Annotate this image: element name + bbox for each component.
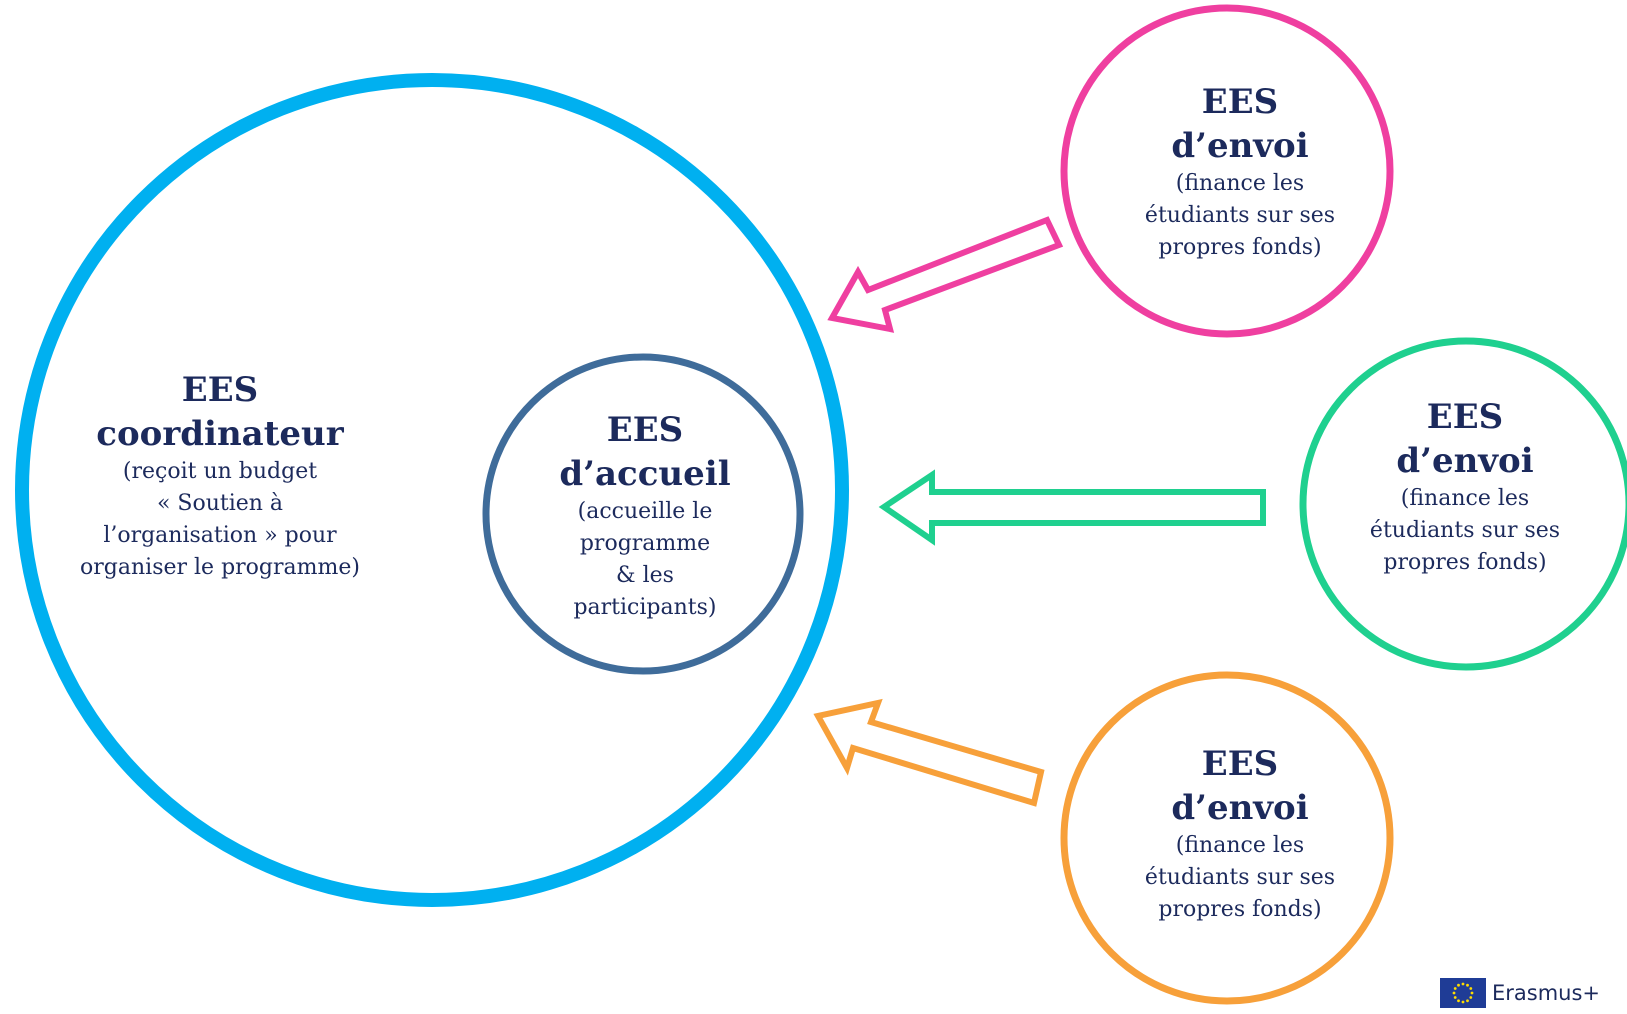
arrow-sender-3 xyxy=(813,698,1045,807)
sender-1-circle xyxy=(1060,4,1394,338)
coordinator-circle xyxy=(15,73,849,907)
sender-3-label: EES d’envoi (finance les étudiants sur s… xyxy=(1100,742,1380,926)
eu-flag-icon xyxy=(1440,978,1486,1008)
host-subtitle: d’accueil xyxy=(559,454,731,495)
sender-2-circle xyxy=(1299,337,1627,671)
coordinator-title: EES xyxy=(181,370,259,410)
sender-2-desc-line: propres fonds) xyxy=(1383,550,1547,576)
sender-1-title: EES xyxy=(1201,82,1279,122)
erasmus-logo-text: Erasmus+ xyxy=(1492,981,1601,1005)
host-desc-line: programme xyxy=(579,531,711,557)
coordinator-desc-line: « Soutien à xyxy=(156,491,284,517)
sender-2-subtitle: d’envoi xyxy=(1396,441,1534,482)
sender-1-label: EES d’envoi (finance les étudiants sur s… xyxy=(1100,80,1380,264)
sender-1-desc-line: (finance les xyxy=(1175,171,1305,197)
host-desc-line: participants) xyxy=(573,595,717,621)
coordinator-desc-line: (reçoit un budget xyxy=(122,459,318,485)
coordinator-desc-line: organiser le programme) xyxy=(80,555,360,581)
coordinator-label: EES coordinateur (reçoit un budget « Sou… xyxy=(40,368,400,584)
sender-2-label: EES d’envoi (finance les étudiants sur s… xyxy=(1325,395,1605,579)
sender-3-desc-line: (finance les xyxy=(1175,833,1305,859)
sender-3-desc-line: propres fonds) xyxy=(1158,897,1322,923)
sender-3-title: EES xyxy=(1201,744,1279,784)
sender-3-subtitle: d’envoi xyxy=(1171,788,1309,829)
sender-1-desc-line: propres fonds) xyxy=(1158,235,1322,261)
erasmus-logo: Erasmus+ xyxy=(1440,978,1600,1008)
host-circle xyxy=(482,353,804,675)
sender-2-desc-line: (finance les xyxy=(1400,486,1530,512)
sender-3-desc-line: étudiants sur ses xyxy=(1144,865,1336,891)
sender-3-circle xyxy=(1060,671,1394,1005)
sender-1-desc-line: étudiants sur ses xyxy=(1144,203,1336,229)
arrow-sender-2 xyxy=(878,469,1266,546)
coordinator-subtitle: coordinateur xyxy=(96,414,344,455)
host-desc-line: & les xyxy=(616,563,674,589)
arrow-sender-1 xyxy=(827,216,1064,333)
host-label: EES d’accueil (accueille le programme & … xyxy=(520,408,770,624)
host-desc-line: (accueille le xyxy=(577,499,713,525)
sender-2-title: EES xyxy=(1426,397,1504,437)
host-title: EES xyxy=(606,410,684,450)
sender-1-subtitle: d’envoi xyxy=(1171,126,1309,167)
sender-2-desc-line: étudiants sur ses xyxy=(1369,518,1561,544)
coordinator-desc-line: l’organisation » pour xyxy=(103,523,337,549)
